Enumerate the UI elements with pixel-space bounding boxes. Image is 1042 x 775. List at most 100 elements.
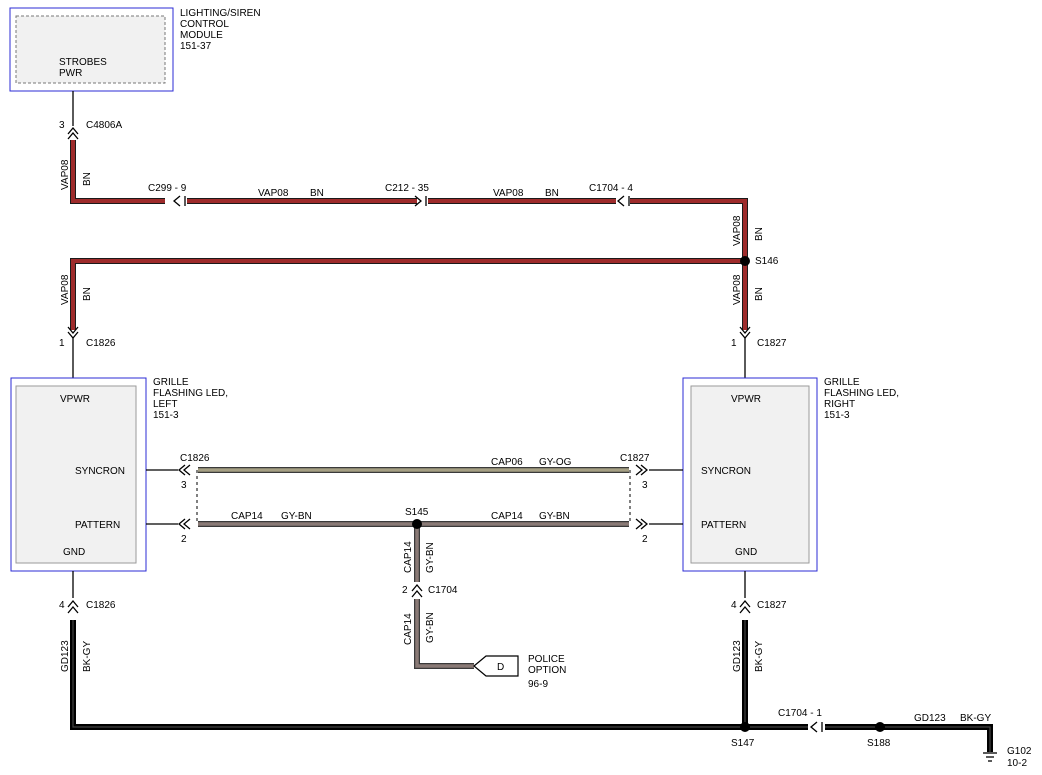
c299-connector-symbol bbox=[172, 195, 186, 207]
police-option-connector[interactable]: D bbox=[473, 655, 519, 677]
gy-og-label: GY-OG bbox=[539, 457, 572, 468]
vap08-power-wire[interactable] bbox=[70, 91, 748, 378]
grille-left-title-line3: LEFT bbox=[153, 399, 177, 410]
s146-label: S146 bbox=[755, 256, 779, 267]
gy-bn-label-left: GY-BN bbox=[281, 511, 312, 522]
c1827-syncron-pin: 3 bbox=[642, 480, 648, 491]
cap14-label-left: CAP14 bbox=[231, 511, 263, 522]
grille-left-vpwr-pin: VPWR bbox=[60, 394, 90, 405]
vap08-label-top-1: VAP08 bbox=[258, 188, 289, 199]
grille-right-title-line2: FLASHING LED, bbox=[824, 388, 899, 399]
c1704-bottom-connector-symbol bbox=[809, 721, 823, 733]
vap08-label-left-upper: VAP08 bbox=[60, 159, 71, 190]
grille-right-pattern-pin: PATTERN bbox=[701, 520, 746, 531]
c212-connector-symbol bbox=[414, 195, 427, 207]
c1826-top-connector-symbol bbox=[67, 326, 79, 340]
grille-right-vpwr-pin: VPWR bbox=[731, 394, 761, 405]
bk-gy-label-bottom: BK-GY bbox=[960, 713, 991, 724]
bk-gy-label-right: BK-GY bbox=[754, 641, 765, 672]
s188-label: S188 bbox=[867, 738, 891, 749]
c1827-mid-label: C1827 bbox=[620, 453, 650, 464]
grille-right-title-line3: RIGHT bbox=[824, 399, 855, 410]
s147-label: S147 bbox=[731, 738, 755, 749]
grille-led-left-module[interactable]: VPWR SYNCRON PATTERN GND bbox=[10, 377, 147, 572]
c212-label: C212 - 35 bbox=[385, 183, 429, 194]
bn-label-left-lower: BN bbox=[82, 287, 93, 301]
bn-label-top-2: BN bbox=[545, 188, 559, 199]
bn-label-right-lower: BN bbox=[754, 287, 765, 301]
c1704-mid-connector-symbol bbox=[411, 583, 423, 598]
c1826-top-label: C1826 bbox=[86, 338, 116, 349]
gy-bn-label-vertical-1: GY-BN bbox=[425, 542, 436, 573]
police-option-label-line2: OPTION bbox=[528, 665, 566, 676]
grille-right-title-line4: 151-3 bbox=[824, 410, 850, 421]
c1827-top-pin: 1 bbox=[731, 338, 737, 349]
c1826-mid-label: C1826 bbox=[180, 453, 210, 464]
c299-label: C299 - 9 bbox=[148, 183, 187, 194]
cap14-label-vertical-2: CAP14 bbox=[403, 613, 414, 645]
g102-label: G102 bbox=[1007, 746, 1032, 757]
lighting-siren-title-line3: MODULE bbox=[180, 30, 223, 41]
c1827-bottom-pin: 4 bbox=[731, 600, 737, 611]
grille-left-syncron-pin: SYNCRON bbox=[75, 466, 125, 477]
c1704-top-label: C1704 - 4 bbox=[589, 183, 633, 194]
c1827-bottom-connector-symbol bbox=[739, 599, 751, 614]
gy-bn-label-right: GY-BN bbox=[539, 511, 570, 522]
cap14-label-vertical-1: CAP14 bbox=[403, 541, 414, 573]
c4806a-label: C4806A bbox=[86, 120, 122, 131]
lighting-siren-title-line1: LIGHTING/SIREN bbox=[180, 8, 261, 19]
bn-label-left-upper: BN bbox=[82, 172, 93, 186]
lighting-siren-module[interactable]: STROBES PWR bbox=[9, 7, 174, 92]
police-option-label-line1: POLICE bbox=[528, 654, 565, 665]
gd123-ground-wire[interactable] bbox=[70, 571, 993, 752]
c1827-pattern-connector-symbol bbox=[635, 518, 649, 530]
c1827-syncron-connector-symbol bbox=[635, 464, 649, 476]
c1704-top-connector-symbol bbox=[616, 195, 630, 207]
grille-left-title-line2: FLASHING LED, bbox=[153, 388, 228, 399]
ground-symbol-icon bbox=[983, 752, 997, 762]
vap08-label-right-upper: VAP08 bbox=[732, 215, 743, 246]
cap06-label: CAP06 bbox=[491, 457, 523, 468]
police-option-marker: D bbox=[497, 662, 504, 673]
strobes-pwr-pin-label-line1: STROBES bbox=[59, 57, 107, 68]
c1704-bottom-label: C1704 - 1 bbox=[778, 708, 822, 719]
c1704-mid-label: C1704 bbox=[428, 585, 458, 596]
strobes-pwr-pin-label-line2: PWR bbox=[59, 68, 82, 79]
grille-left-pattern-pin: PATTERN bbox=[75, 520, 120, 531]
s146-splice-dot bbox=[740, 256, 750, 266]
c4806a-connector-symbol bbox=[67, 126, 79, 140]
gd123-label-bottom: GD123 bbox=[914, 713, 946, 724]
vap08-label-left-lower: VAP08 bbox=[60, 274, 71, 305]
vap08-label-right-lower: VAP08 bbox=[732, 274, 743, 305]
gd123-label-right: GD123 bbox=[732, 640, 743, 672]
c1827-pattern-pin: 2 bbox=[642, 534, 648, 545]
cap14-label-right: CAP14 bbox=[491, 511, 523, 522]
grille-left-title-line1: GRILLE bbox=[153, 377, 189, 388]
c1827-bottom-label: C1827 bbox=[757, 600, 787, 611]
grille-led-right-module[interactable]: VPWR SYNCRON PATTERN GND bbox=[682, 377, 818, 572]
c1826-bottom-connector-symbol bbox=[67, 599, 79, 614]
s145-label: S145 bbox=[405, 507, 429, 518]
c1827-top-label: C1827 bbox=[757, 338, 787, 349]
lighting-siren-title-line2: CONTROL bbox=[180, 19, 229, 30]
bn-label-top-1: BN bbox=[310, 188, 324, 199]
s188-splice-dot bbox=[875, 722, 885, 732]
grille-right-syncron-pin: SYNCRON bbox=[701, 466, 751, 477]
c1826-syncron-pin: 3 bbox=[181, 480, 187, 491]
c1704-mid-pin: 2 bbox=[402, 585, 408, 596]
police-option-ref: 96-9 bbox=[528, 679, 548, 690]
grille-right-title-line1: GRILLE bbox=[824, 377, 860, 388]
c1826-top-pin: 1 bbox=[59, 338, 65, 349]
c4806a-pin: 3 bbox=[59, 120, 65, 131]
c1826-pattern-connector-symbol bbox=[177, 518, 191, 530]
c1826-syncron-connector-symbol bbox=[177, 464, 191, 476]
bk-gy-label-left: BK-GY bbox=[82, 641, 93, 672]
vap08-label-top-2: VAP08 bbox=[493, 188, 524, 199]
g102-ref: 10-2 bbox=[1007, 758, 1027, 769]
gd123-label-left: GD123 bbox=[60, 640, 71, 672]
lighting-siren-title-line4: 151-37 bbox=[180, 41, 212, 52]
c1826-bottom-pin: 4 bbox=[59, 600, 65, 611]
s147-splice-dot bbox=[740, 722, 750, 732]
c1827-top-connector-symbol bbox=[739, 326, 751, 340]
